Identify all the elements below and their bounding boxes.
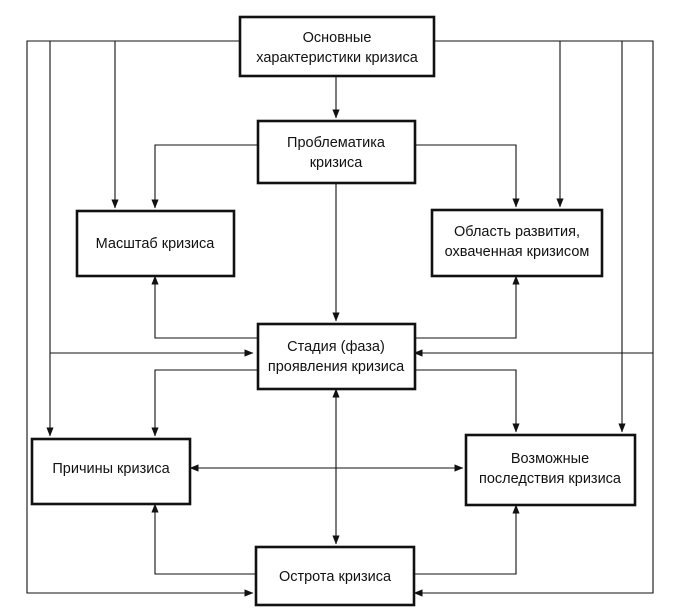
node-severity: Острота кризиса: [254, 545, 416, 607]
edge-severity-to-consequences: [415, 504, 520, 575]
node-stage-line2: проявления кризиса: [268, 359, 405, 375]
edge-problems-to-area: [415, 144, 520, 208]
edge-basic-to-severity-left: [26, 40, 254, 597]
node-scale-line1: Масштаб кризиса: [96, 236, 216, 252]
node-problems-line2: кризиса: [310, 155, 364, 171]
node-causes-line1: Причины кризиса: [52, 461, 170, 477]
node-stage: Стадия (фаза) проявления кризиса: [256, 322, 417, 391]
node-area-line2: охваченная кризисом: [445, 244, 590, 260]
node-consequences: Возможные последствия кризиса: [464, 433, 637, 507]
node-area: Область развития, охваченная кризисом: [430, 208, 604, 278]
edge-basic-to-area: [434, 40, 564, 208]
edge-basic-to-severity-right: [413, 40, 654, 597]
edge-stage-to-area: [415, 275, 520, 339]
node-consequences-line2: последствия кризиса: [479, 471, 622, 487]
edge-stage-to-causes: [151, 369, 258, 437]
node-basic-characteristics: Основные характеристики кризиса: [238, 15, 436, 78]
node-problems-line1: Проблематика: [287, 135, 386, 151]
node-problems: Проблематика кризиса: [256, 119, 417, 185]
edge-severity-to-causes: [151, 503, 258, 575]
edge-stage-to-consequences: [415, 369, 520, 433]
node-stage-line1: Стадия (фаза): [287, 339, 385, 355]
node-severity-line1: Острота кризиса: [279, 569, 392, 585]
node-basic-line1: Основные: [303, 30, 372, 46]
edge-problems-to-scale: [151, 144, 258, 209]
node-consequences-line1: Возможные: [511, 451, 589, 467]
node-causes: Причины кризиса: [30, 437, 192, 506]
node-basic-line2: характеристики кризиса: [256, 50, 418, 66]
node-area-line1: Область развития,: [454, 224, 580, 240]
connectors: [26, 40, 654, 597]
edge-stage-to-scale: [151, 275, 258, 339]
node-scale: Масштаб кризиса: [75, 209, 236, 278]
edge-basic-to-scale: [111, 40, 240, 209]
